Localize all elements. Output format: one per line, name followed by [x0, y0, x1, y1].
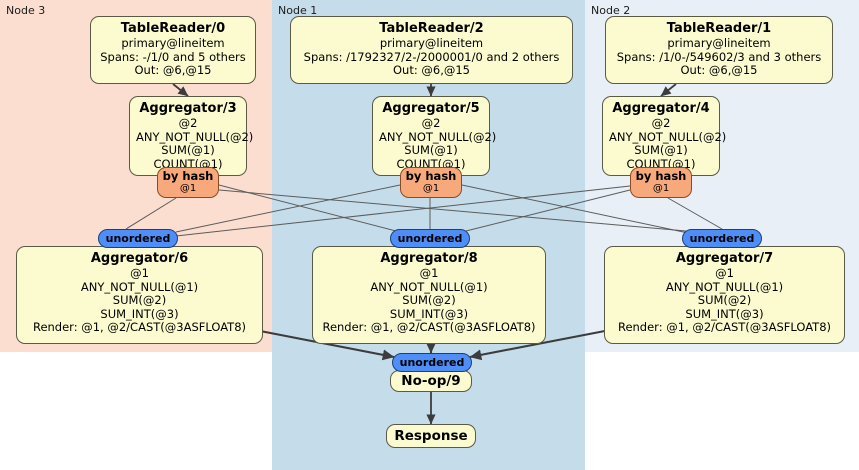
processor-detail-line: Out: @6,@15 — [134, 63, 212, 78]
sync-label: unordered — [399, 356, 465, 369]
processor-detail-line: Spans: /1792327/2-/2000001/0 and 2 other… — [303, 49, 560, 64]
processor-detail-line: @1 — [419, 266, 439, 280]
processor-detail-line: Render: @1, @2/CAST(@3ASFLOAT8) — [322, 320, 536, 335]
router-sublabel: @1 — [652, 183, 670, 194]
sync-label: unordered — [105, 232, 171, 245]
processor-detail-line: ANY_NOT_NULL(@2) — [136, 129, 254, 144]
sync-unordered-middle[interactable]: unordered — [390, 229, 470, 248]
processor-detail-line: primary@lineitem — [379, 36, 484, 50]
processor-detail-line: Spans: -/1/0 and 5 others — [100, 49, 246, 64]
router-by-hash-right[interactable]: by hash@1 — [630, 167, 692, 198]
processor-detail-line: Out: @6,@15 — [680, 63, 758, 78]
region-label-node-2: Node 2 — [591, 4, 631, 17]
processor-title: Aggregator/7 — [675, 251, 774, 266]
processor-detail-line: SUM(@1) — [634, 143, 688, 158]
processor-detail-line: SUM(@2) — [697, 293, 752, 308]
router-label: by hash — [405, 169, 457, 183]
processor-no-op-9[interactable]: No-op/9 — [390, 370, 472, 392]
sync-unordered-right[interactable]: unordered — [682, 229, 762, 248]
router-by-hash-left[interactable]: by hash@1 — [157, 167, 219, 198]
sync-unordered-left[interactable]: unordered — [98, 229, 178, 248]
processor-detail-line: SUM_INT(@3) — [685, 306, 764, 321]
processor-detail-line: Spans: /1/0-/549602/3 and 3 others — [616, 49, 822, 64]
router-sublabel: @1 — [422, 183, 440, 194]
router-label: by hash — [162, 169, 214, 183]
processor-detail-line: SUM_INT(@3) — [100, 306, 179, 321]
sync-label: unordered — [397, 232, 463, 245]
processor-detail-line: SUM(@1) — [404, 143, 458, 158]
processor-detail-line: SUM_INT(@3) — [389, 306, 469, 321]
processor-title: TableReader/2 — [379, 21, 484, 36]
router-by-hash-middle[interactable]: by hash@1 — [400, 167, 462, 198]
processor-detail-line: ANY_NOT_NULL(@2) — [609, 129, 727, 144]
processor-detail-line: @2 — [421, 116, 441, 130]
processor-detail-line: @2 — [178, 116, 198, 130]
processor-detail-line: ANY_NOT_NULL(@2) — [379, 129, 497, 144]
processor-detail-line: ANY_NOT_NULL(@1) — [80, 279, 199, 294]
processor-detail-line: @2 — [651, 116, 671, 130]
processor-detail-line: @1 — [130, 266, 149, 280]
processor-detail-line: SUM(@1) — [161, 143, 215, 158]
region-label-node-1: Node 1 — [278, 4, 318, 17]
processor-detail-line: Render: @1, @2/CAST(@3ASFLOAT8) — [32, 320, 247, 335]
processor-title: Aggregator/8 — [380, 251, 478, 266]
processor-title: Aggregator/5 — [382, 101, 480, 116]
processor-title: TableReader/1 — [666, 21, 772, 36]
processor-title: Response — [394, 428, 468, 444]
processor-title: Aggregator/4 — [612, 101, 710, 116]
processor-detail-line: ANY_NOT_NULL(@1) — [665, 279, 784, 294]
processor-detail-line: primary@lineitem — [667, 36, 771, 50]
processor-detail-line: Out: @6,@15 — [393, 63, 470, 78]
processor-title: TableReader/0 — [120, 21, 226, 36]
processor-detail-line: ANY_NOT_NULL(@1) — [370, 279, 488, 294]
sync-unordered-final[interactable]: unordered — [392, 353, 472, 372]
processor-detail-line: SUM(@2) — [112, 293, 167, 308]
sync-label: unordered — [689, 232, 755, 245]
processor-response[interactable]: Response — [386, 424, 476, 448]
processor-detail-line: @1 — [715, 266, 734, 280]
router-sublabel: @1 — [179, 183, 197, 194]
region-label-node-3: Node 3 — [6, 4, 46, 17]
processor-title: Aggregator/6 — [90, 251, 189, 266]
processor-title: Aggregator/3 — [139, 101, 237, 116]
processor-title: No-op/9 — [401, 373, 461, 389]
processor-detail-line: Render: @1, @2/CAST(@3ASFLOAT8) — [617, 320, 832, 335]
router-label: by hash — [635, 169, 687, 183]
processor-detail-line: SUM(@2) — [402, 293, 456, 308]
processor-detail-line: primary@lineitem — [121, 36, 225, 50]
